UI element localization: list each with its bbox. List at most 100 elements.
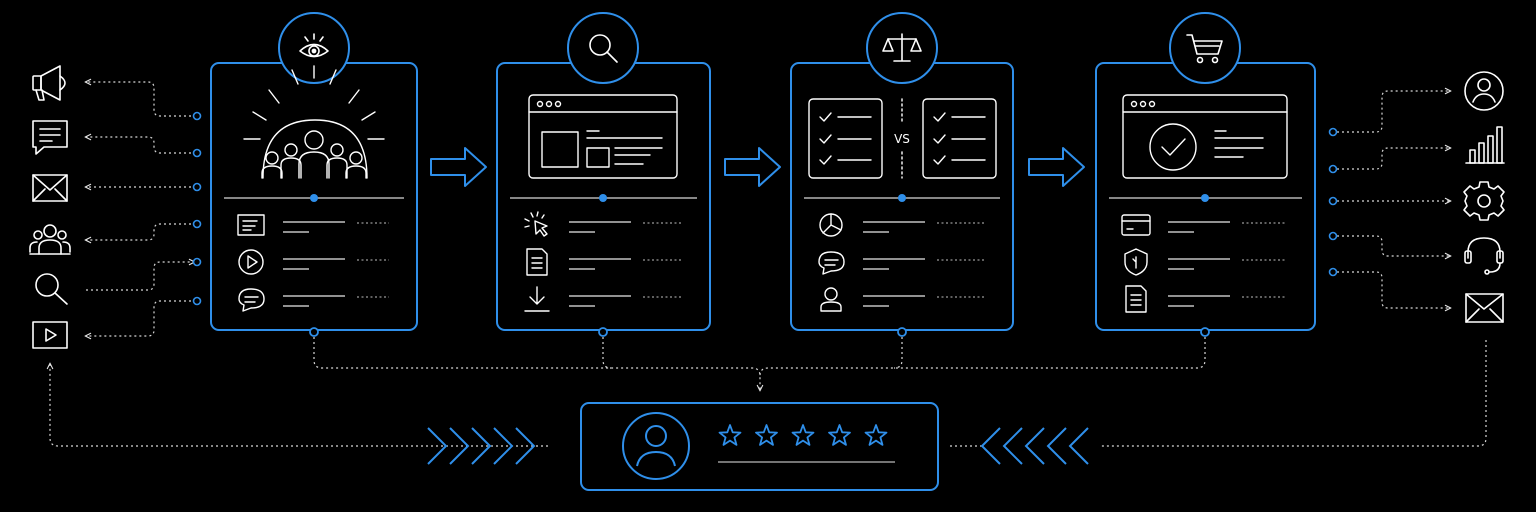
bottom-port <box>598 327 608 337</box>
side-port <box>1328 267 1338 277</box>
connector-line <box>1337 91 1450 133</box>
side-port <box>192 148 202 158</box>
connector-line <box>86 300 196 336</box>
shield-icon <box>1124 248 1148 276</box>
side-port <box>192 296 202 306</box>
star-icon[interactable] <box>755 424 778 446</box>
card-row <box>1124 248 1287 276</box>
checklist-comparison-icon: VS <box>808 98 997 179</box>
review-card <box>580 402 939 491</box>
flow-arrow <box>1028 147 1085 187</box>
video-play-icon <box>32 321 68 349</box>
rating-stars <box>718 424 888 446</box>
vs-label: VS <box>894 132 910 146</box>
star-icon[interactable] <box>864 424 888 446</box>
row-text-lines <box>1168 258 1230 270</box>
divider-dot <box>599 194 607 202</box>
cursor-click-icon <box>524 211 548 237</box>
bottom-port <box>1200 327 1210 337</box>
row-text-lines <box>863 258 925 270</box>
connector-line <box>759 337 1206 377</box>
connector-line <box>86 137 196 154</box>
stage-card-consideration <box>496 12 711 337</box>
shopping-cart-icon <box>1186 34 1223 64</box>
left-connectors <box>86 82 196 336</box>
bar-chart-icon <box>1465 126 1505 164</box>
stage-badge <box>278 12 350 84</box>
search-icon <box>35 273 68 305</box>
connector-line <box>86 223 196 240</box>
connector-line <box>86 82 196 117</box>
side-port <box>1328 231 1338 241</box>
message-icon <box>32 120 68 155</box>
star-icon[interactable] <box>828 424 851 446</box>
star-icon[interactable] <box>791 424 815 446</box>
row-text-lines <box>569 295 631 307</box>
row-text-lines <box>569 221 631 233</box>
stage-card-evaluation: VS <box>790 12 1014 337</box>
divider-dot <box>898 194 906 202</box>
side-port <box>1328 196 1338 206</box>
envelope-icon <box>1465 293 1504 323</box>
card-row <box>1121 214 1287 236</box>
flow-arrow <box>430 147 487 187</box>
stage-card-purchase <box>1095 12 1316 337</box>
audience-group-icon <box>243 65 385 179</box>
connector-line <box>86 262 194 291</box>
headset-icon <box>1464 237 1504 275</box>
connector-line <box>1337 271 1450 308</box>
divider-dot <box>310 194 318 202</box>
download-icon <box>524 286 550 312</box>
side-port <box>192 182 202 192</box>
flow-arrows <box>430 147 1085 187</box>
chevrons-left <box>980 427 1089 465</box>
user-icon <box>820 287 842 312</box>
row-text-lines <box>863 221 925 233</box>
right-channel-icons <box>1463 71 1505 323</box>
envelope-icon <box>32 174 68 202</box>
star-icon[interactable] <box>718 424 742 446</box>
row-text-lines <box>863 295 925 307</box>
browser-checkmark-icon <box>1122 94 1288 179</box>
magnifier-icon <box>589 34 618 63</box>
row-text-lines <box>569 258 631 270</box>
side-port <box>1328 164 1338 174</box>
row-text-lines <box>283 295 345 307</box>
side-port <box>192 219 202 229</box>
side-port <box>1328 127 1338 137</box>
card-row <box>524 286 682 312</box>
connector-line <box>602 337 612 369</box>
scales-icon <box>882 33 922 62</box>
card-row <box>820 287 985 312</box>
text-block-icon <box>237 214 265 236</box>
card-row <box>238 288 389 312</box>
divider-dot <box>1201 194 1209 202</box>
document-icon <box>1125 285 1147 313</box>
left-channel-icons <box>29 65 71 349</box>
play-circle-icon <box>238 249 264 275</box>
stage-badge <box>1169 12 1241 84</box>
connector-line <box>1337 235 1450 256</box>
row-text-lines <box>283 258 345 270</box>
megaphone-icon <box>32 65 66 101</box>
card-row <box>524 211 682 237</box>
card-row <box>237 214 389 236</box>
side-port <box>192 111 202 121</box>
eye-icon <box>299 33 329 58</box>
stage-card-awareness <box>210 12 418 337</box>
card-row <box>818 251 985 275</box>
pie-chart-icon <box>819 213 843 237</box>
reviewer-avatar-icon <box>622 412 690 480</box>
right-connectors <box>1337 91 1450 308</box>
connector-line <box>313 337 760 390</box>
card-row <box>819 213 985 237</box>
stage-badge <box>567 12 639 84</box>
connector-line <box>1100 340 1487 447</box>
credit-card-icon <box>1121 214 1151 236</box>
chevrons-right <box>427 427 536 465</box>
chat-bubble-icon <box>818 251 845 275</box>
connector-line <box>50 364 428 447</box>
row-text-lines <box>1168 295 1230 307</box>
flow-arrow <box>724 147 781 187</box>
